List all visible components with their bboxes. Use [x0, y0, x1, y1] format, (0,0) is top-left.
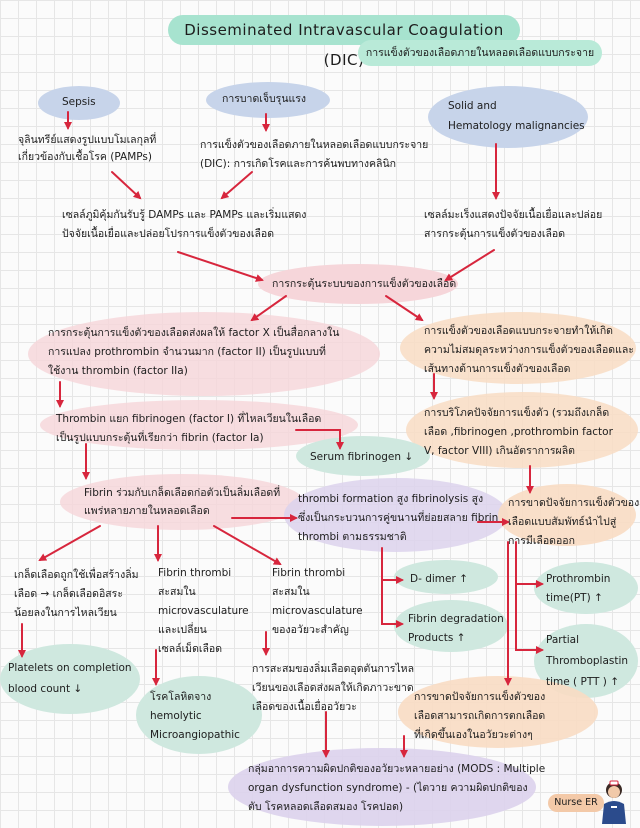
node-mha: โรคโลหิตจาง hemolytic Microangiopathic: [150, 691, 240, 741]
blob-activation: [258, 264, 458, 304]
blob-d-dimer: [394, 560, 498, 594]
arrow-bleeding-ptt: [515, 583, 544, 654]
arrow-thrombin-serum: [295, 429, 344, 450]
node-fibrin-micro1: Fibrin thrombi สะสมใน microvasculature แ…: [158, 567, 249, 655]
arrow-immune-activation: [177, 251, 264, 282]
node-organ-bleed: การขาดปัจจัยการแข็งตัวของ เลือดสามารถเกิ…: [414, 691, 546, 741]
node-pt: Prothrombin time(PT) ↑: [546, 573, 611, 604]
arrow-pamps-immune: [111, 171, 142, 200]
node-fibrin-clot: Fibrin ร่วมกับเกล็ดเลือดก่อตัวเป็นลิ่มเล…: [84, 487, 281, 517]
diagram-subtitle: การแข็งตัวของเลือดภายในหลอดเลือดแบบกระจา…: [358, 40, 602, 66]
arrow-cancer-activation: [444, 249, 495, 282]
arrow-dic-immune: [220, 171, 253, 200]
node-consumption: การบริโภคปัจจัยการแข็งตัว (รวมถึงเกล็ด เ…: [424, 407, 613, 457]
blob-trauma: [206, 82, 330, 118]
node-imbalance: การแข็งตัวของเลือดแบบกระจายทำให้เกิด ควา…: [424, 325, 634, 375]
node-d-dimer: D- dimer ↑: [410, 573, 468, 585]
diagram-title: Disseminated Intravascular Coagulation (…: [168, 15, 520, 69]
node-cancer-tf: เซลล์มะเร็งแสดงปัจจัยเนื้อเยื่อและปล่อย …: [424, 209, 603, 240]
node-platelets: Platelets on completion blood count ↓: [8, 662, 132, 695]
node-bleeding: การขาดปัจจัยการแข็งตัวของ เลือดแบบสัมพัท…: [508, 497, 640, 547]
blob-thrombi-formation: [284, 478, 508, 552]
blob-serum-fib: [296, 436, 430, 476]
node-sepsis: Sepsis: [62, 96, 96, 108]
blob-thrombin: [40, 400, 358, 450]
blob-bleeding: [498, 484, 636, 546]
blob-mha: [136, 676, 262, 754]
node-platelet-trap: เกล็ดเลือดถูกใช้เพื่อสร้างลิ่ม เลือด → เ…: [14, 569, 139, 619]
blob-consumption: [406, 392, 638, 468]
blob-factor-x: [28, 312, 380, 396]
node-immune: เซลล์ภูมิคุ้มกันรับรู้ DAMPs และ PAMPs แ…: [62, 209, 307, 240]
arrow-thrombi-ddimer: [381, 547, 404, 584]
node-trauma-dic: การแข็งตัวของเลือดภายในหลอดเลือดแบบกระจา…: [200, 139, 429, 170]
blob-pt: [534, 562, 638, 614]
blob-sepsis: [38, 86, 120, 120]
blob-imbalance: [400, 312, 636, 384]
arrow-fibrin-micro2: [213, 525, 282, 565]
node-factor-x: การกระตุ้นการแข็งตัวของเลือดส่งผลให้ fac…: [48, 327, 340, 377]
blob-solid: [428, 86, 588, 148]
arrow-activation-factorx: [250, 295, 287, 322]
arrow-thrombi-fdp: [381, 579, 404, 628]
node-ptt: Partial Thromboplastin time ( PTT ) ↑: [546, 634, 629, 688]
arrow-fibrin-platelet: [38, 525, 101, 561]
node-solid: Solid and Hematology malignancies: [448, 100, 585, 132]
node-pamps: จุลินทรีย์แสดงรูปแบบโมเลกุลที่ เกี่ยวข้อ…: [18, 134, 157, 163]
node-fibrin-micro2: Fibrin thrombi สะสมใน microvasculature ข…: [272, 567, 363, 636]
blob-organ-bleed: [398, 676, 598, 748]
node-thrombin: Thrombin แยก fibrinogen (factor I) ที่ไห…: [56, 413, 322, 444]
node-serum-fibrinogen: Serum fibrinogen ↓: [310, 451, 414, 463]
node-mods: กลุ่มอาการความผิดปกติของอวัยวะหลายอย่าง …: [248, 763, 546, 813]
nurse-icon: [602, 780, 626, 824]
blob-fdp: [394, 600, 508, 652]
blob-mods: [228, 748, 536, 826]
blob-fibrin-clot: [60, 474, 304, 530]
node-ischemia: การสะสมของลิ่มเลือดอุดตันการไหล เวียนของ…: [252, 663, 415, 713]
nurse-er-logo: Nurse ER: [548, 794, 604, 812]
node-thrombi-formation: thrombi formation สูง fibrinolysis สูง ซ…: [298, 493, 499, 543]
arrow-activation-imbalance: [385, 295, 424, 322]
node-trauma: การบาดเจ็บรุนแรง: [222, 93, 307, 105]
node-fdp: Fibrin degradation Products ↑: [408, 613, 504, 644]
node-activation: การกระตุ้นระบบของการแข็งตัวของเลือด: [272, 278, 457, 290]
